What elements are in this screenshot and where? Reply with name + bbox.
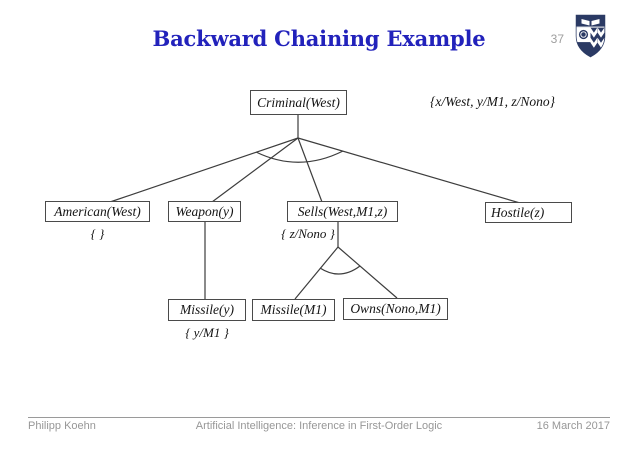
footer: Artificial Intelligence: Inference in Fi… [28, 420, 610, 432]
node-hostile-z: Hostile(z) [485, 202, 572, 223]
edge-sells-owns [337, 246, 398, 299]
node-american-west: American(West) [45, 201, 150, 222]
node-owns-nono-m1: Owns(Nono,M1) [343, 298, 448, 320]
node-criminal-west: Criminal(West) [250, 90, 347, 115]
edge-root-hostile [297, 137, 521, 204]
and-arc-root [255, 150, 344, 163]
node-missile-m1: Missile(M1) [252, 299, 335, 321]
page-number: 37 [550, 32, 564, 46]
university-shield-icon [575, 14, 606, 58]
edge-root-american [109, 137, 299, 203]
substitution-missile-ym1: { y/M1 } [185, 325, 229, 340]
footer-course: Artificial Intelligence: Inference in Fi… [195, 420, 443, 432]
node-missile-y: Missile(y) [168, 299, 246, 321]
page-title: Backward Chaining Example [152, 26, 486, 51]
substitution-sells-znono: { z/Nono } [281, 226, 335, 241]
node-weapon-y: Weapon(y) [168, 201, 241, 222]
edge-root-sells [297, 137, 323, 203]
edge-sells-missile-m1 [294, 246, 339, 300]
substitution-american-empty: { } [90, 226, 105, 241]
footer-author: Philipp Koehn [28, 420, 96, 432]
node-sells-west-m1-z: Sells(West,M1,z) [287, 201, 398, 222]
footer-divider [28, 417, 610, 418]
footer-date: 16 March 2017 [536, 420, 610, 432]
and-arc-sells [319, 265, 361, 275]
root-substitution-label: {x/West, y/M1, z/Nono} [430, 94, 556, 109]
edge-root-weapon [211, 137, 299, 203]
